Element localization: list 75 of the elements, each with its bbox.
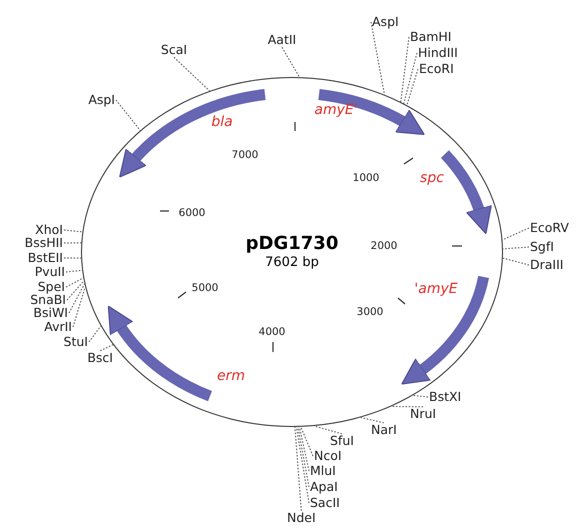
restriction-site-label: HindIII — [418, 46, 458, 60]
leader-line — [68, 283, 85, 314]
leader-line — [314, 426, 342, 434]
leader-line — [406, 68, 418, 106]
leader-line — [100, 344, 114, 352]
leader-line — [403, 52, 418, 104]
restriction-site-label: EcoRI — [419, 62, 454, 76]
restriction-site-label: DraIII — [530, 258, 564, 272]
restriction-site-label: PvuII — [34, 266, 65, 278]
restriction-site-label: AatII — [268, 34, 296, 46]
gene-label: bla — [211, 114, 233, 130]
leader-line — [88, 326, 102, 342]
restriction-site-label: AspI — [372, 16, 399, 28]
leader-line — [66, 280, 84, 300]
leader-line — [300, 426, 314, 456]
leader-line — [502, 246, 530, 250]
restriction-site-label: SfuI — [330, 434, 354, 448]
restriction-site-label: EcoRV — [530, 222, 569, 234]
leader-line — [370, 22, 385, 96]
leader-line — [360, 417, 384, 424]
leader-line — [296, 426, 310, 504]
gene-label: erm — [217, 368, 245, 384]
restriction-site-label: NdeI — [287, 512, 316, 524]
plasmid-name: pDG1730 — [246, 233, 338, 255]
position-label: 1000 — [352, 172, 380, 184]
plasmid-size: 7602 bp — [265, 255, 319, 271]
leader-line — [66, 277, 84, 288]
restriction-site-label: NarI — [371, 424, 397, 436]
position-label: 6000 — [178, 208, 206, 218]
leader-line — [174, 56, 210, 92]
leader-line — [116, 100, 141, 131]
restriction-site-label: SgfI — [530, 240, 554, 254]
leader-line — [298, 426, 310, 472]
restriction-site-label: BamHI — [410, 30, 452, 44]
restriction-site-label: NcoI — [314, 450, 342, 462]
gene-arrow — [420, 150, 492, 234]
leader-line — [390, 406, 424, 408]
restriction-site-label: BscI — [87, 352, 113, 364]
position-label: 5000 — [192, 282, 218, 294]
restriction-site-label: SacII — [310, 496, 340, 510]
restriction-site-label: ApaI — [310, 480, 338, 494]
restriction-site-label: AvrII — [44, 320, 72, 334]
position-label: 3000 — [356, 306, 384, 318]
gene-arrow — [402, 275, 489, 386]
leader-line — [412, 394, 428, 398]
gene-label: spc — [420, 170, 444, 186]
restriction-site-label: XhoI — [35, 224, 63, 236]
leader-line — [72, 286, 86, 328]
leader-line — [294, 426, 302, 512]
restriction-site-label: MluI — [310, 464, 336, 478]
leader-line — [64, 230, 83, 232]
leader-line — [297, 426, 310, 488]
leader-line — [400, 36, 410, 102]
position-label: 2000 — [370, 240, 398, 252]
restriction-site-label: ScaI — [160, 44, 188, 56]
leader-line — [502, 228, 530, 240]
gene-label: amyE' — [314, 102, 358, 118]
restriction-site-label: BstEII — [28, 252, 63, 264]
gene-arrow — [314, 89, 426, 134]
gene-label: 'amyE — [414, 281, 458, 297]
restriction-site-label: NruI — [410, 408, 436, 420]
leader-line — [282, 46, 300, 78]
position-label: 4000 — [258, 326, 286, 338]
restriction-site-label: BstXI — [429, 390, 462, 404]
leader-line — [64, 258, 82, 259]
restriction-site-label: SnaBI — [30, 294, 66, 306]
restriction-site-label: BssHII — [24, 236, 63, 250]
restriction-site-label: StuI — [64, 336, 88, 348]
restriction-site-label: BsiWI — [33, 306, 68, 320]
position-label: 7000 — [232, 150, 258, 160]
leader-line — [66, 270, 83, 272]
leader-line — [502, 258, 530, 266]
leader-line — [64, 242, 82, 244]
restriction-site-label: SpeI — [38, 280, 65, 294]
gene-arrow — [118, 89, 266, 177]
